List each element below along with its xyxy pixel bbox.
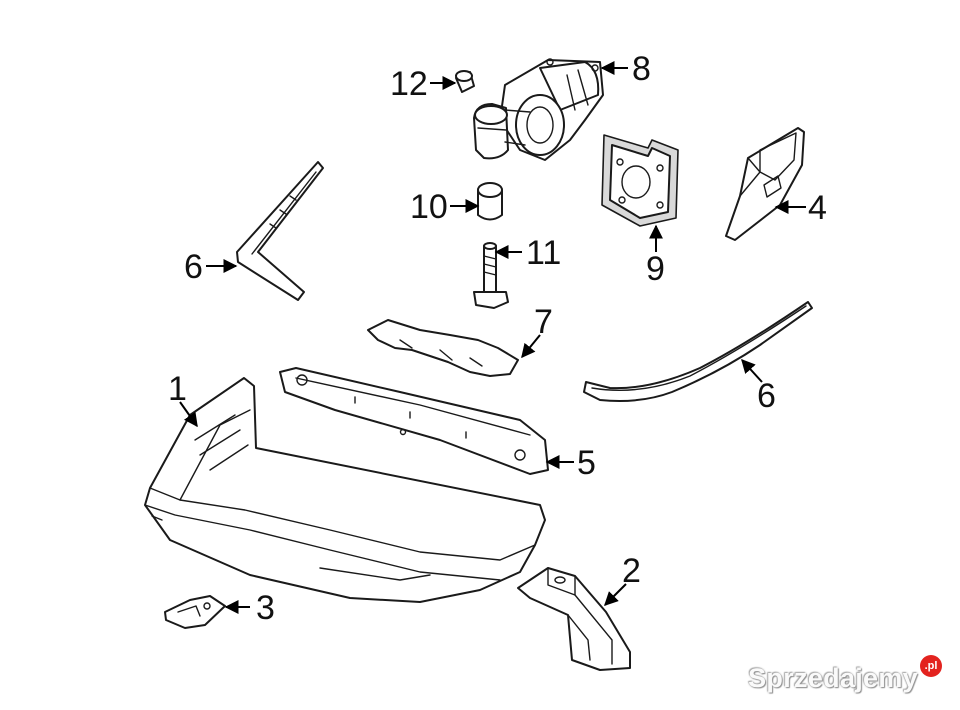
callout-4: 4 <box>808 189 827 227</box>
leader-1 <box>179 401 198 428</box>
callout-1: 1 <box>168 370 187 408</box>
watermark-text: Sprzedajemy <box>748 663 918 693</box>
part-6-right-trim <box>583 301 813 402</box>
part-9-mounting-plate <box>601 134 679 227</box>
callout-7: 7 <box>534 303 553 341</box>
part-11-bolt <box>473 242 509 309</box>
watermark: Sprzedajemy .pl <box>748 655 942 694</box>
part-3-bracket <box>164 595 226 629</box>
leader-6b <box>741 358 763 383</box>
leader-2 <box>604 583 627 606</box>
callout-6-right: 6 <box>757 377 776 415</box>
part-6-left-trim <box>236 161 324 301</box>
callout-2: 2 <box>622 552 641 590</box>
callout-10: 10 <box>410 188 448 226</box>
watermark-badge: .pl <box>920 655 942 677</box>
callout-6-left: 6 <box>184 248 203 286</box>
part-8-shock-absorber <box>473 58 604 161</box>
part-4-bracket <box>725 127 805 241</box>
callout-9: 9 <box>646 250 665 288</box>
part-10-bushing <box>477 182 503 221</box>
part-12-cap <box>455 70 475 93</box>
part-1-bumper-cover <box>144 377 546 603</box>
callout-3: 3 <box>256 589 275 627</box>
callout-11: 11 <box>526 234 561 272</box>
part-5-impact-bar <box>279 367 549 475</box>
callout-8: 8 <box>632 50 651 88</box>
part-7-splash-shield <box>367 319 519 377</box>
callout-5: 5 <box>577 444 596 482</box>
callout-12: 12 <box>390 65 428 103</box>
leader-7 <box>521 334 541 359</box>
part-2-mount-bracket <box>517 567 631 671</box>
